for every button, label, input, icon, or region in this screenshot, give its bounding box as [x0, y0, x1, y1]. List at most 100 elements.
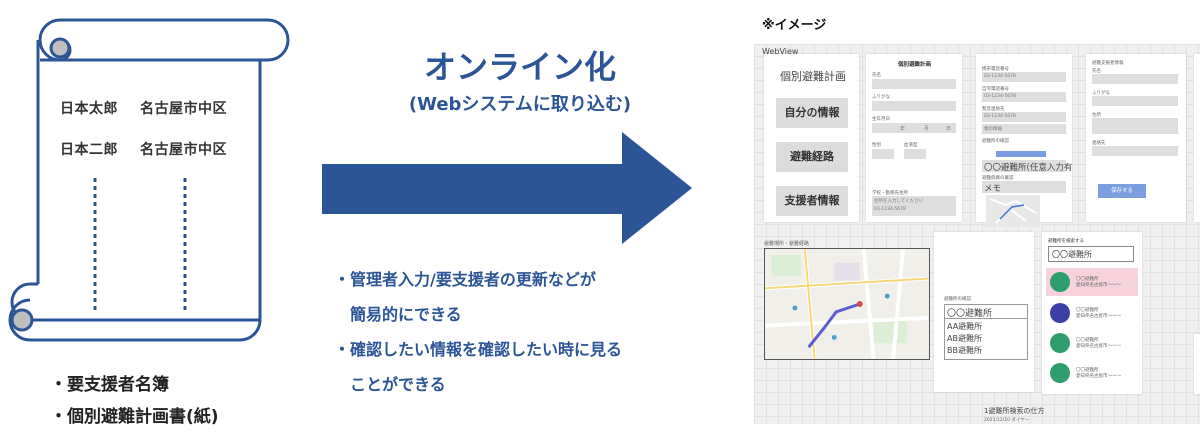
label-route: 避難経路の確認: [982, 176, 1014, 181]
bullet-2-cont: ことができる: [350, 375, 446, 394]
scroll-name-1: 日本太郎: [60, 101, 118, 117]
scroll-area-1: 名古屋市中区: [140, 101, 227, 117]
supporter-label-contact: 連絡先: [1092, 141, 1106, 146]
webview-label: WebView: [762, 47, 799, 56]
menu-button-supporter[interactable]: 支援者情報: [776, 186, 848, 216]
mobile-value: 03-1234-5678: [984, 74, 1016, 79]
shelter-confirm-select[interactable]: 〇〇避難所 AA避難所 AB避難所 BB避難所: [944, 304, 1028, 360]
school-field[interactable]: [872, 196, 956, 216]
result-address: 愛知県名古屋市〜〜〜: [1076, 344, 1121, 349]
map-label: 避難場所・避難経路: [764, 241, 810, 247]
result-marker-green: [1050, 333, 1070, 353]
result-address: 愛知県名古屋市〜〜〜: [1076, 283, 1121, 288]
label-home: 自宅電話番号: [982, 87, 1009, 92]
scroll-name-2: 日本二郎: [60, 142, 118, 158]
supporter-label-address: 住所: [1092, 113, 1101, 118]
form-label-blood: 血液型: [904, 143, 918, 148]
shelter-select-value: 〇〇避難所(任意入力有: [984, 163, 1073, 173]
result-address: 愛知県名古屋市〜〜〜: [1076, 314, 1121, 319]
shelter-option-aa[interactable]: AA避難所: [947, 322, 983, 331]
menu-card: 個別避難計画 自分の情報 避難経路 支援者情報: [764, 54, 859, 222]
shelter-search-card: 避難所を検索する 〇〇避難所 〇〇避難所 愛知県名古屋市〜〜〜 〇〇避難所 愛知…: [1042, 232, 1142, 394]
emergency-value: 03-1234-5678: [984, 114, 1016, 119]
emergency-field[interactable]: [982, 112, 1066, 122]
form-title: 個別避難計画: [898, 62, 932, 68]
shelter-option-bb[interactable]: BB避難所: [947, 346, 982, 355]
dob-month: 月: [924, 126, 930, 132]
shelter-pick-button[interactable]: [996, 151, 1046, 157]
result-item-2[interactable]: 〇〇避難所 愛知県名古屋市〜〜〜: [1046, 300, 1138, 326]
personal-form-card: 個別避難計画 氏名 ふりがな 生年月日 年 月 日 性別 血液型 学校・勤務先住…: [866, 54, 962, 222]
result-item-3[interactable]: 〇〇避難所 愛知県名古屋市〜〜〜: [1046, 330, 1138, 356]
footer-date: 2021/12/10 ダイヤー: [984, 418, 1030, 423]
dob-field[interactable]: [872, 123, 956, 133]
result-name: 〇〇避難所: [1076, 338, 1099, 343]
form-label-sex: 性別: [872, 143, 881, 148]
form-label-school: 学校・勤務先住所: [872, 191, 908, 196]
form-label-dob: 生年月日: [872, 117, 890, 122]
supporter-label-name: 氏名: [1092, 69, 1101, 74]
partial-card-2: [1194, 334, 1200, 394]
supporter-kana-field[interactable]: [1092, 96, 1178, 106]
bullet-1-cont: 簡易的にできる: [350, 305, 462, 324]
supporter-contact-field[interactable]: [1092, 146, 1178, 156]
blood-select[interactable]: [904, 149, 926, 159]
save-button[interactable]: 保存する: [1098, 184, 1146, 198]
caption-plan: ・個別避難計画書(紙): [50, 407, 219, 427]
form-label-name: 氏名: [872, 73, 881, 78]
dob-day: 日: [946, 126, 952, 132]
shelter-option-ab[interactable]: AB避難所: [947, 334, 982, 343]
shelter-confirm-label: 避難所の確認: [944, 297, 971, 302]
dob-year: 年: [900, 126, 906, 132]
result-item-4[interactable]: 〇〇避難所 愛知県名古屋市〜〜〜: [1046, 360, 1138, 386]
route-mini-map: [986, 195, 1040, 227]
result-name: 〇〇避難所: [1076, 368, 1099, 373]
memo-field[interactable]: [982, 181, 1066, 193]
home-field[interactable]: [982, 92, 1066, 102]
supporter-address-field[interactable]: [1092, 118, 1178, 134]
result-marker-indigo: [1050, 303, 1070, 323]
mobile-field[interactable]: [982, 72, 1066, 82]
supporter-title: 避難支援者情報: [1092, 61, 1124, 66]
menu-button-route[interactable]: 避難経路: [776, 142, 848, 172]
name-field[interactable]: [872, 79, 956, 89]
school-placeholder: 住所を入力してください: [874, 199, 924, 204]
kana-field[interactable]: [872, 101, 956, 111]
result-name: 〇〇避難所: [1076, 277, 1099, 282]
label-emergency: 緊急連絡先: [982, 107, 1005, 112]
caption-roster: ・要支援者名簿: [50, 375, 169, 395]
school-phone: 03-1234-5678: [874, 207, 906, 212]
bullet-2: ・確認したい情報を確認したい時に見る: [334, 340, 623, 359]
supporter-label-kana: ふりがな: [1092, 91, 1110, 96]
footer-title: 1避難所検索の仕方: [984, 407, 1045, 415]
supporter-name-field[interactable]: [1092, 74, 1178, 84]
relation-value: 親の情報: [984, 127, 1002, 132]
shelter-confirm-card: 避難所の確認 〇〇避難所 AA避難所 AB避難所 BB避難所: [934, 232, 1034, 392]
result-marker-green: [1050, 272, 1070, 292]
menu-title: 個別避難計画: [780, 70, 846, 83]
result-name: 〇〇避難所: [1076, 308, 1099, 313]
online-title: オンライン化: [423, 48, 616, 86]
partial-card: [1194, 54, 1200, 222]
supporter-form-card: 避難支援者情報 氏名 ふりがな 住所 連絡先 保存する: [1086, 54, 1186, 222]
scroll-area-2: 名古屋市中区: [140, 142, 227, 158]
search-title: 避難所を検索する: [1048, 239, 1084, 244]
online-subtitle: (Webシステムに取り込む): [408, 94, 632, 115]
webview-mockup: WebView 個別避難計画 自分の情報 避難経路 支援者情報 個別避難計画 氏…: [754, 44, 1200, 424]
search-value: 〇〇避難所: [1052, 250, 1092, 259]
bullet-1: ・管理者入力/要支援者の更新などが: [334, 270, 596, 289]
result-item-1[interactable]: 〇〇避難所 愛知県名古屋市〜〜〜: [1046, 268, 1138, 296]
sex-select[interactable]: [872, 149, 894, 159]
form-label-kana: ふりがな: [872, 95, 890, 100]
search-input[interactable]: [1048, 246, 1134, 262]
result-address: 愛知県名古屋市〜〜〜: [1076, 374, 1121, 379]
menu-button-self[interactable]: 自分の情報: [776, 98, 848, 128]
shelter-select[interactable]: [982, 160, 1066, 172]
contact-form-card: 携帯電話番号 03-1234-5678 自宅電話番号 03-1234-5678 …: [976, 54, 1073, 227]
label-shelter: 避難所の確認: [982, 139, 1009, 144]
label-mobile: 携帯電話番号: [982, 67, 1009, 72]
shelter-map[interactable]: [764, 248, 930, 360]
scroll-illustration: [8, 18, 290, 342]
relation-field[interactable]: [982, 124, 1066, 134]
home-value: 03-1234-5678: [984, 94, 1016, 99]
